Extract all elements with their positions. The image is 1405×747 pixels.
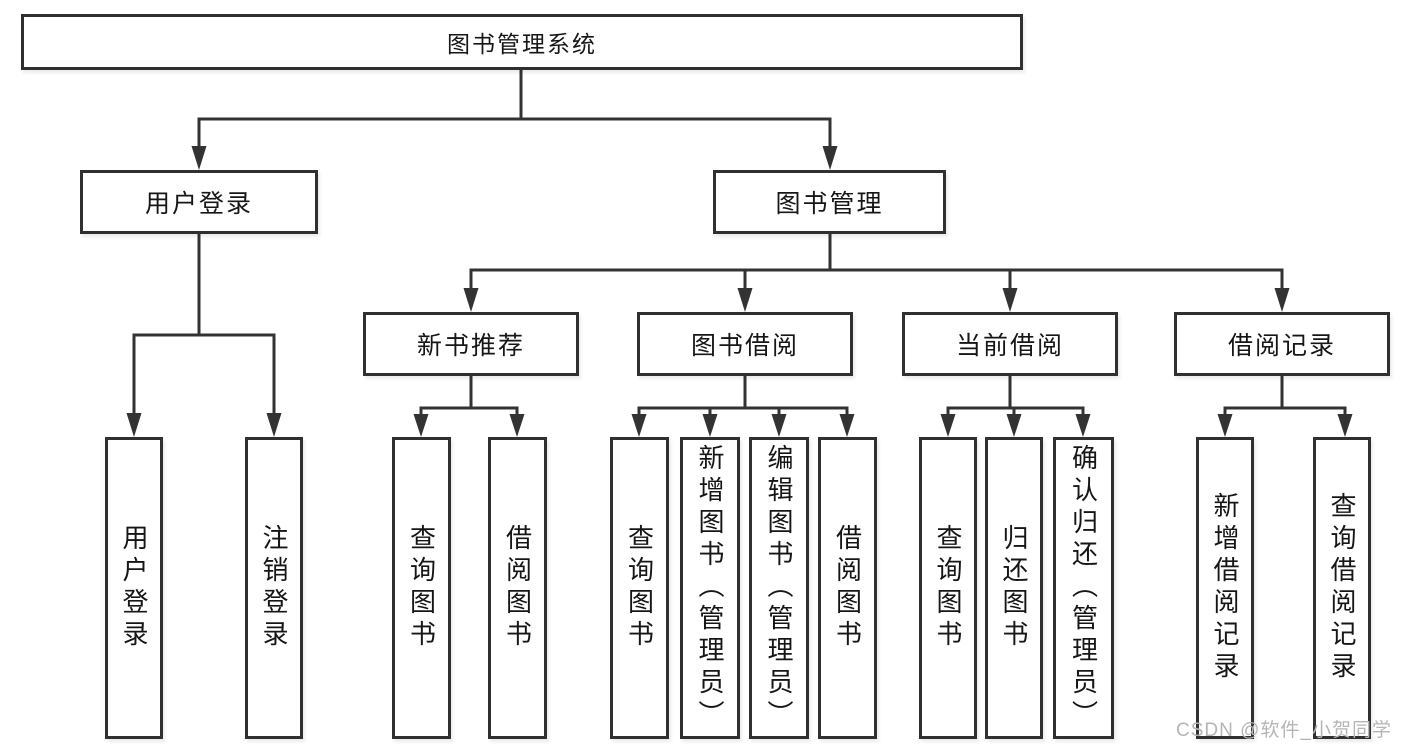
leaf-borrow-book-recommend: 借阅图书 — [488, 437, 547, 739]
leaf-confirm-return-admin-label: 确认归还（管理员） — [1068, 444, 1099, 732]
leaf-return-book-label: 归还图书 — [999, 524, 1029, 652]
connector-borrow-records-to-leaves — [1223, 374, 1347, 418]
leaf-query-borrow-record-label: 查询借阅记录 — [1327, 492, 1357, 684]
leaf-add-book-admin-label: 新增图书（管理员） — [695, 444, 725, 732]
leaf-edit-book-admin: 编辑图书（管理员） — [749, 437, 809, 739]
connector-root-to-level2 — [197, 68, 832, 150]
node-book-borrowing-label: 图书借阅 — [690, 332, 799, 360]
node-new-book-recommend: 新书推荐 — [363, 312, 579, 376]
leaf-query-book-borrowing: 查询图书 — [610, 437, 669, 739]
node-user-login: 用户登录 — [80, 170, 318, 234]
leaf-add-borrow-record: 新增借阅记录 — [1196, 437, 1254, 739]
node-book-management-label: 图书管理 — [775, 190, 884, 218]
leaf-add-book-admin: 新增图书（管理员） — [680, 437, 740, 739]
node-book-borrowing: 图书借阅 — [637, 312, 853, 376]
leaf-borrow-book-recommend-label: 借阅图书 — [502, 524, 533, 652]
leaf-query-book-current-label: 查询图书 — [933, 524, 963, 652]
leaf-logout-login-label: 注销登录 — [259, 524, 289, 652]
leaf-logout-login: 注销登录 — [245, 437, 303, 739]
leaf-borrow-book-label: 借阅图书 — [832, 524, 863, 652]
leaf-user-login: 用户登录 — [105, 437, 163, 739]
node-new-book-recommend-label: 新书推荐 — [416, 332, 525, 360]
node-borrow-records-label: 借阅记录 — [1227, 332, 1336, 360]
leaf-query-book-recommend: 查询图书 — [392, 437, 451, 739]
leaf-edit-book-admin-label: 编辑图书（管理员） — [764, 444, 794, 732]
node-current-borrowing-label: 当前借阅 — [955, 332, 1064, 360]
leaf-query-book-current: 查询图书 — [919, 437, 977, 739]
node-borrow-records: 借阅记录 — [1174, 312, 1390, 376]
connector-new-book-recommend-to-leaves — [419, 374, 519, 418]
leaf-return-book: 归还图书 — [985, 437, 1043, 739]
csdn-watermark: CSDN @软件_小贺同学 — [1176, 720, 1392, 741]
connector-current-borrowing-to-leaves — [946, 374, 1085, 418]
leaf-query-borrow-record: 查询借阅记录 — [1313, 437, 1371, 739]
connector-book-borrowing-to-leaves — [637, 374, 849, 418]
connector-user-login-to-leaves — [132, 232, 276, 416]
leaf-query-book-borrowing-label: 查询图书 — [624, 524, 655, 652]
node-user-login-label: 用户登录 — [144, 190, 253, 218]
leaf-user-login-label: 用户登录 — [119, 524, 149, 652]
leaf-query-book-recommend-label: 查询图书 — [406, 524, 437, 652]
node-root: 图书管理系统 — [21, 14, 1023, 70]
node-current-borrowing: 当前借阅 — [902, 312, 1118, 376]
leaf-borrow-book: 借阅图书 — [818, 437, 877, 739]
node-book-management: 图书管理 — [713, 170, 946, 234]
connector-book-management-to-level3 — [469, 232, 1284, 292]
leaf-add-borrow-record-label: 新增借阅记录 — [1210, 492, 1240, 684]
leaf-confirm-return-admin: 确认归还（管理员） — [1053, 437, 1114, 739]
node-root-label: 图书管理系统 — [447, 31, 597, 57]
